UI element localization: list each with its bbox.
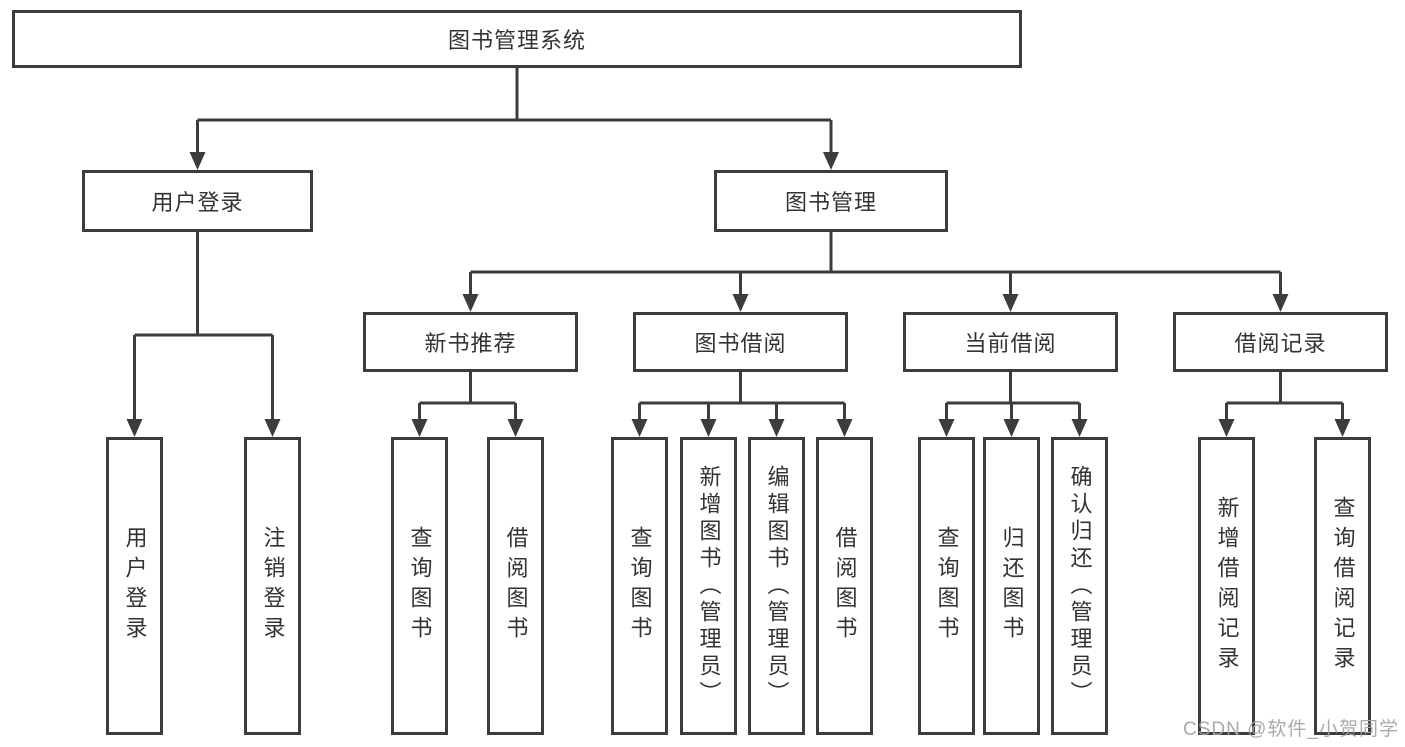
connector-bookmgmt-to-level3 (469, 232, 1282, 296)
leaf-borrow-books-recommend-label: 借阅图书 (503, 526, 529, 646)
connector-userlogin-to-leaves (133, 232, 274, 421)
leaf-query-books-recommend-label: 查询图书 (407, 526, 433, 646)
leaf-borrow-books-borrowing-label: 借阅图书 (832, 526, 858, 646)
leaf-query-books-current: 查询图书 (918, 437, 975, 735)
leaf-edit-book-admin: 编辑图书（管理员） (748, 437, 805, 735)
leaf-user-login: 用户登录 (106, 437, 163, 735)
leaf-confirm-return-admin: 确认归还（管理员） (1051, 437, 1108, 735)
leaf-query-books-borrowing-label: 查询图书 (627, 526, 653, 646)
leaf-query-books-current-label: 查询图书 (934, 526, 960, 646)
arrowheads (126, 152, 1351, 437)
node-book-borrowing: 图书借阅 (633, 312, 848, 372)
connector-newbook-to-leaves (418, 372, 517, 421)
leaf-add-book-admin-label: 新增图书（管理员） (696, 464, 722, 708)
leaf-query-borrow-record: 查询借阅记录 (1314, 437, 1371, 735)
leaf-logout-label: 注销登录 (260, 526, 286, 646)
node-user-login-label: 用户登录 (151, 190, 244, 215)
node-book-borrowing-label: 图书借阅 (694, 331, 787, 356)
leaf-query-books-recommend: 查询图书 (391, 437, 448, 735)
node-root-system: 图书管理系统 (12, 10, 1022, 68)
leaf-query-borrow-record-label: 查询借阅记录 (1330, 496, 1356, 676)
leaf-query-books-borrowing: 查询图书 (611, 437, 668, 735)
connector-currentborrow-to-leaves (945, 372, 1081, 421)
node-new-book-recommend: 新书推荐 (363, 312, 578, 372)
connector-root-to-level2 (196, 68, 833, 154)
node-root-label: 图书管理系统 (447, 28, 586, 53)
node-borrowing-records-label: 借阅记录 (1234, 331, 1327, 356)
node-book-management: 图书管理 (714, 170, 948, 232)
node-current-borrowing-label: 当前借阅 (964, 331, 1057, 356)
leaf-add-borrow-record-label: 新增借阅记录 (1214, 496, 1240, 676)
leaf-add-book-admin: 新增图书（管理员） (680, 437, 737, 735)
connector-records-to-leaves (1225, 372, 1344, 421)
leaf-borrow-books-borrowing: 借阅图书 (816, 437, 873, 735)
connector-bookborrow-to-leaves (638, 372, 846, 421)
node-borrowing-records: 借阅记录 (1173, 312, 1388, 372)
leaf-logout: 注销登录 (244, 437, 301, 735)
leaf-confirm-return-admin-label: 确认归还（管理员） (1067, 464, 1093, 708)
leaf-add-borrow-record: 新增借阅记录 (1198, 437, 1255, 735)
csdn-watermark: CSDN @软件_小贺同学 (1183, 719, 1399, 740)
leaf-return-book-label: 归还图书 (999, 526, 1025, 646)
leaf-borrow-books-recommend: 借阅图书 (487, 437, 544, 735)
leaf-edit-book-admin-label: 编辑图书（管理员） (764, 464, 790, 708)
leaf-return-book: 归还图书 (983, 437, 1040, 735)
node-new-book-recommend-label: 新书推荐 (424, 331, 517, 356)
node-user-login: 用户登录 (82, 170, 313, 232)
node-book-management-label: 图书管理 (784, 190, 877, 215)
leaf-user-login-label: 用户登录 (122, 526, 148, 646)
node-current-borrowing: 当前借阅 (903, 312, 1118, 372)
